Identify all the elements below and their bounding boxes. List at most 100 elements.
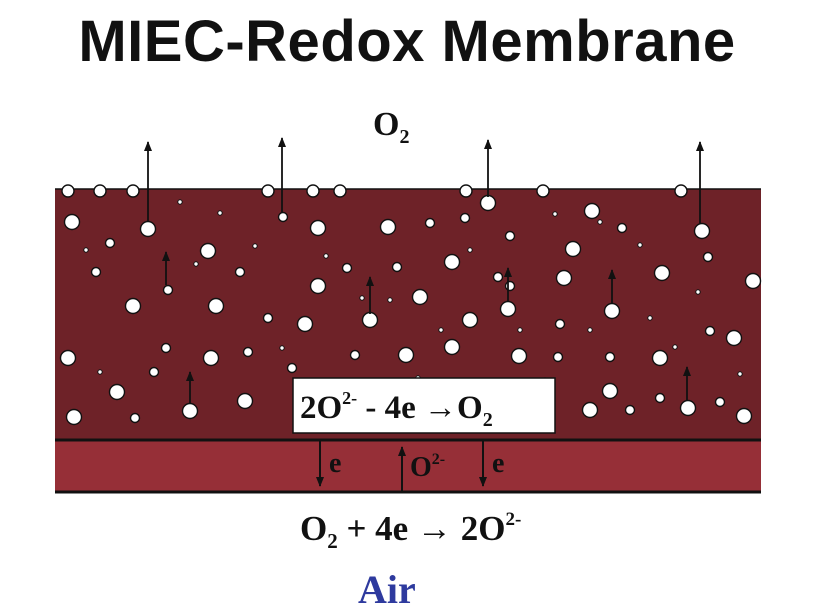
oxygen-bubble: [193, 261, 199, 267]
oxidation-reaction-equation: 2O2- - 4e →O2: [300, 388, 493, 431]
oxygen-bubble: [129, 412, 141, 424]
oxygen-bubble: [624, 404, 636, 416]
oxygen-bubble: [510, 347, 528, 365]
oxygen-bubble: [725, 329, 743, 347]
oxygen-bubble: [306, 184, 320, 198]
oxygen-bubble: [323, 253, 329, 259]
oxygen-bubble: [714, 396, 726, 408]
oxygen-bubble: [217, 210, 223, 216]
oxygen-bubble: [653, 264, 671, 282]
oxygen-bubble: [601, 382, 619, 400]
oxygen-bubble: [424, 217, 436, 229]
oxygen-bubble: [277, 211, 289, 223]
oxygen-bubble: [162, 284, 174, 296]
oxygen-bubble: [693, 222, 711, 240]
oxygen-bubble: [391, 261, 403, 273]
oxygen-bubble: [261, 184, 275, 198]
oxygen-bubble: [603, 302, 621, 320]
oxide-ion-label: O2-: [410, 451, 445, 483]
electron-label-left: e: [329, 448, 341, 479]
air-side-layer: [55, 440, 761, 492]
oxygen-bubble: [124, 297, 142, 315]
air-feed-label: Air: [358, 567, 416, 612]
oxygen-bubble: [504, 280, 516, 292]
oxygen-bubble: [63, 213, 81, 231]
oxygen-bubble: [361, 311, 379, 329]
oxygen-bubble: [333, 184, 347, 198]
oxygen-bubble: [97, 369, 103, 375]
oxygen-bubble: [504, 230, 516, 242]
oxygen-bubble: [604, 351, 616, 363]
oxygen-bubble: [90, 266, 102, 278]
oxygen-bubble: [651, 349, 669, 367]
oxygen-bubble: [702, 251, 714, 263]
oxygen-bubble: [581, 401, 599, 419]
oxygen-bubble: [279, 345, 285, 351]
oxygen-bubble: [160, 342, 172, 354]
oxygen-bubble: [555, 269, 573, 287]
oxygen-bubble: [309, 219, 327, 237]
oxygen-bubble: [587, 327, 593, 333]
oxygen-bubble: [564, 240, 582, 258]
oxygen-bubble: [438, 327, 444, 333]
oxygen-bubble: [674, 184, 688, 198]
oxygen-bubble: [148, 366, 160, 378]
oxygen-bubble: [177, 199, 183, 205]
oxygen-bubble: [242, 346, 254, 358]
oxygen-bubble: [181, 402, 199, 420]
oxygen-bubble: [654, 392, 666, 404]
oxygen-bubble: [349, 349, 361, 361]
oxygen-bubble: [234, 266, 246, 278]
oxygen-bubble: [597, 219, 603, 225]
oxygen-bubble: [672, 344, 678, 350]
oxygen-bubble: [236, 392, 254, 410]
oxygen-bubble: [207, 297, 225, 315]
oxygen-bubble: [126, 184, 140, 198]
oxygen-bubble: [397, 346, 415, 364]
oxygen-bubble: [637, 242, 643, 248]
oxygen-bubble: [467, 247, 473, 253]
electron-label-right: e: [492, 448, 504, 479]
oxygen-bubble: [93, 184, 107, 198]
oxygen-bubble: [461, 311, 479, 329]
o2-product-label: O2: [373, 106, 409, 148]
oxygen-bubble: [552, 211, 558, 217]
oxygen-bubble: [583, 202, 601, 220]
oxygen-bubble: [647, 315, 653, 321]
oxygen-bubble: [735, 407, 753, 425]
oxygen-bubble: [252, 243, 258, 249]
oxygen-bubble: [286, 362, 298, 374]
oxygen-bubbles: [59, 184, 762, 426]
oxygen-bubble: [554, 318, 566, 330]
oxygen-bubble: [61, 184, 75, 198]
oxygen-bubble: [359, 295, 365, 301]
oxygen-bubble: [459, 212, 471, 224]
oxygen-bubble: [459, 184, 473, 198]
oxidation-reaction-box: [292, 377, 556, 434]
reduction-reaction-equation: O2 + 4e → 2O2-: [300, 509, 521, 553]
oxygen-bubble: [202, 349, 220, 367]
oxygen-bubble: [616, 222, 628, 234]
oxygen-bubble: [695, 289, 701, 295]
oxygen-bubble: [411, 288, 429, 306]
oxygen-bubble: [536, 184, 550, 198]
oxygen-bubble: [737, 371, 743, 377]
oxygen-bubble: [379, 218, 397, 236]
oxygen-bubble: [499, 300, 517, 318]
oxygen-bubble: [108, 383, 126, 401]
oxygen-bubble: [517, 327, 523, 333]
oxygen-bubble: [679, 399, 697, 417]
oxygen-bubble: [139, 220, 157, 238]
oxygen-bubble: [341, 262, 353, 274]
oxygen-bubble: [704, 325, 716, 337]
oxygen-bubble: [744, 272, 762, 290]
oxygen-bubble: [199, 242, 217, 260]
oxygen-bubble: [492, 271, 504, 283]
oxygen-bubble: [296, 315, 314, 333]
oxygen-bubble: [104, 237, 116, 249]
oxygen-bubble: [443, 338, 461, 356]
oxygen-bubble: [83, 247, 89, 253]
page-title: MIEC-Redox Membrane: [78, 9, 736, 74]
oxygen-bubble: [309, 277, 327, 295]
